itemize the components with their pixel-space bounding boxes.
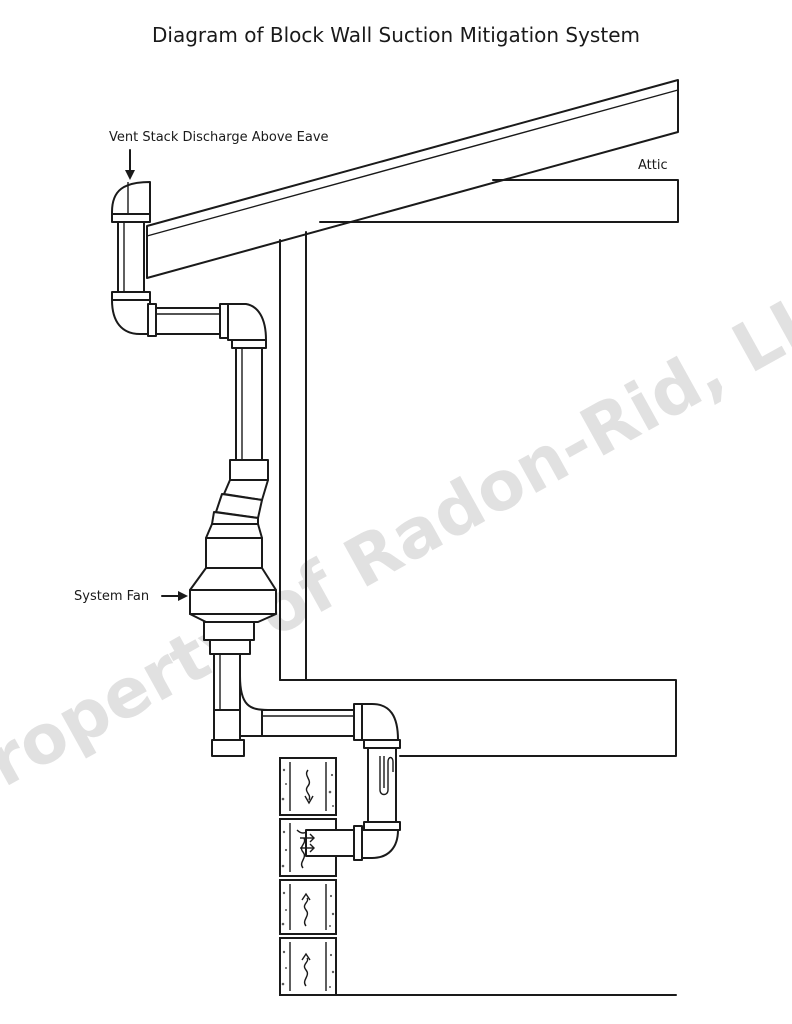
vent-stack-label: Vent Stack Discharge Above Eave — [109, 130, 329, 145]
suction-pipe — [211, 653, 401, 861]
system-fan-arrow-icon — [161, 591, 188, 601]
block-wall — [279, 757, 677, 996]
floor-rim-joist — [279, 679, 677, 757]
vent-stack-arrow-icon — [125, 149, 135, 180]
vent-stack-pipe — [111, 181, 269, 519]
roof-rafter — [146, 79, 679, 279]
attic-label: Attic — [638, 158, 668, 173]
attic-ceiling-joist — [319, 179, 679, 223]
diagram-title: Diagram of Block Wall Suction Mitigation… — [152, 23, 640, 47]
system-fan — [189, 511, 277, 655]
system-fan-label: System Fan — [74, 589, 149, 604]
exterior-wall — [279, 231, 307, 681]
